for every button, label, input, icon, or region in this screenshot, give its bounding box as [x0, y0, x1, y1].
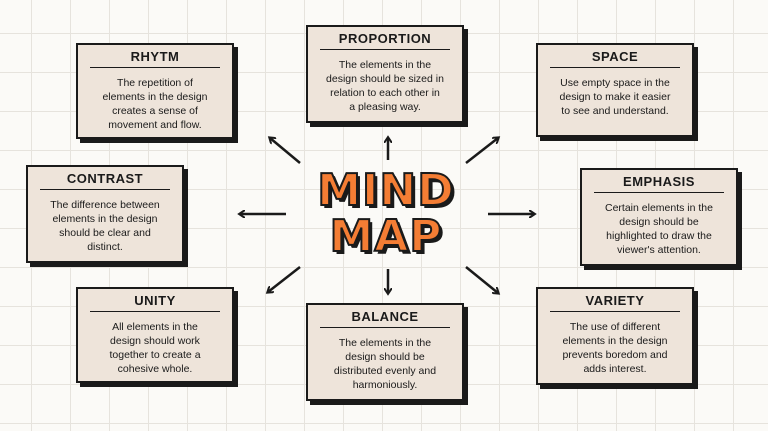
card-proportion: PROPORTION The elements in the design sh… — [306, 25, 464, 123]
card-title: EMPHASIS — [594, 174, 724, 193]
arrow-variety — [465, 266, 498, 293]
card-title: BALANCE — [320, 309, 450, 328]
card-body: The elements in the design should be siz… — [326, 59, 444, 113]
card-title: CONTRAST — [40, 171, 170, 190]
card-contrast: CONTRAST The difference between elements… — [26, 165, 184, 263]
title-line-1: MIND — [316, 165, 455, 216]
card-emphasis: EMPHASIS Certain elements in the design … — [580, 168, 738, 266]
arrow-space — [465, 138, 498, 164]
card-body: The use of different elements in the des… — [562, 321, 668, 375]
mind-map-title: MIND MAP — [296, 165, 476, 262]
card-body: All elements in the design should work t… — [109, 321, 201, 375]
card-body: Certain elements in the design should be… — [605, 202, 713, 256]
arrow-unity — [268, 266, 301, 292]
card-title: VARIETY — [550, 293, 680, 312]
card-title: RHYTM — [90, 49, 220, 68]
card-body: The repetition of elements in the design… — [102, 77, 208, 131]
card-rhytm: RHYTM The repetition of elements in the … — [76, 43, 234, 139]
card-balance: BALANCE The elements in the design shoul… — [306, 303, 464, 401]
card-title: SPACE — [550, 49, 680, 68]
card-unity: UNITY All elements in the design should … — [76, 287, 234, 383]
card-body: The difference between elements in the d… — [50, 199, 160, 253]
arrow-rhytm — [270, 138, 301, 164]
card-title: UNITY — [90, 293, 220, 312]
card-body: The elements in the design should be dis… — [333, 337, 437, 391]
card-variety: VARIETY The use of different elements in… — [536, 287, 694, 385]
card-space: SPACE Use empty space in the design to m… — [536, 43, 694, 137]
title-line-2: MAP — [328, 211, 443, 262]
card-body: Use empty space in the design to make it… — [559, 77, 671, 117]
card-title: PROPORTION — [320, 31, 450, 50]
